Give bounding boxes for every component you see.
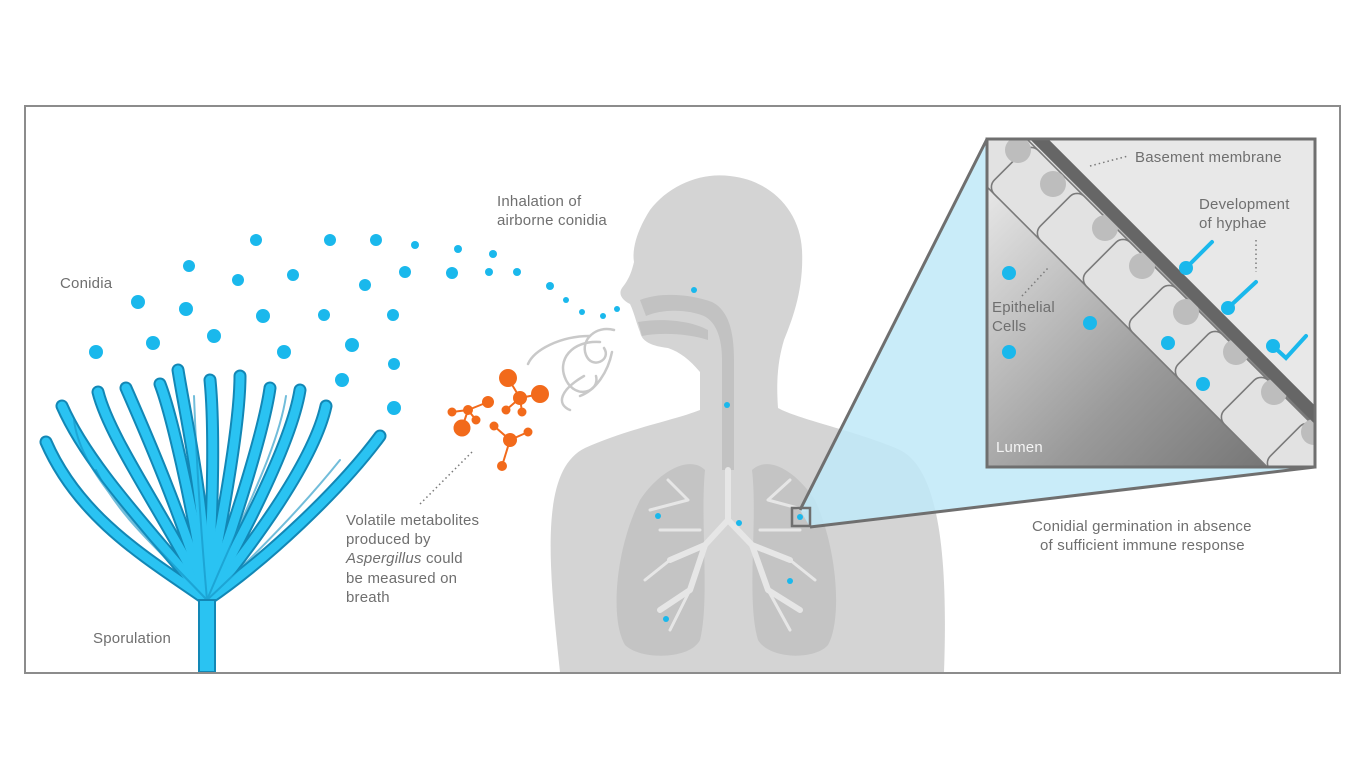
basement-membrane-label: Basement membrane <box>1135 149 1282 166</box>
epithelial-label-line2: Cells <box>992 318 1027 335</box>
inhaled-conidia <box>655 287 793 622</box>
volatile-label-line5: breath <box>346 589 390 606</box>
inhalation-label-line2: airborne conidia <box>497 212 607 229</box>
germination-label-line2: of sufficient immune response <box>1040 537 1245 554</box>
breath-swirl-icon <box>526 327 616 412</box>
volatile-label-line3: Aspergillus could <box>346 549 463 569</box>
hyphae-label-line1: Development <box>1199 196 1290 213</box>
airborne-conidia <box>89 234 620 415</box>
conidia-label: Conidia <box>60 275 113 292</box>
germination-label-line1: Conidial germination in absence <box>1032 518 1252 535</box>
sporulation-label: Sporulation <box>93 630 172 647</box>
epithelium-zoom-panel <box>985 137 1317 469</box>
inhalation-label-line1: Inhalation of <box>497 193 582 210</box>
aspergillus-italic: Aspergillus <box>346 550 422 567</box>
hyphae-label-line2: of hyphae <box>1199 215 1267 232</box>
aspergillus-conidiophore-icon <box>39 363 387 672</box>
epithelial-label-line1: Epithelial <box>992 299 1055 316</box>
volatile-label-line3-rest: could <box>421 550 463 567</box>
volatile-label-line4: be measured on <box>346 570 458 587</box>
volatile-label-line2: produced by <box>346 531 431 548</box>
lumen-label: Lumen <box>996 439 1043 456</box>
zoom-source-marker <box>790 506 812 528</box>
volatile-label-line1: Volatile metabolites <box>346 512 480 529</box>
volatile-molecule-icon <box>447 369 549 471</box>
